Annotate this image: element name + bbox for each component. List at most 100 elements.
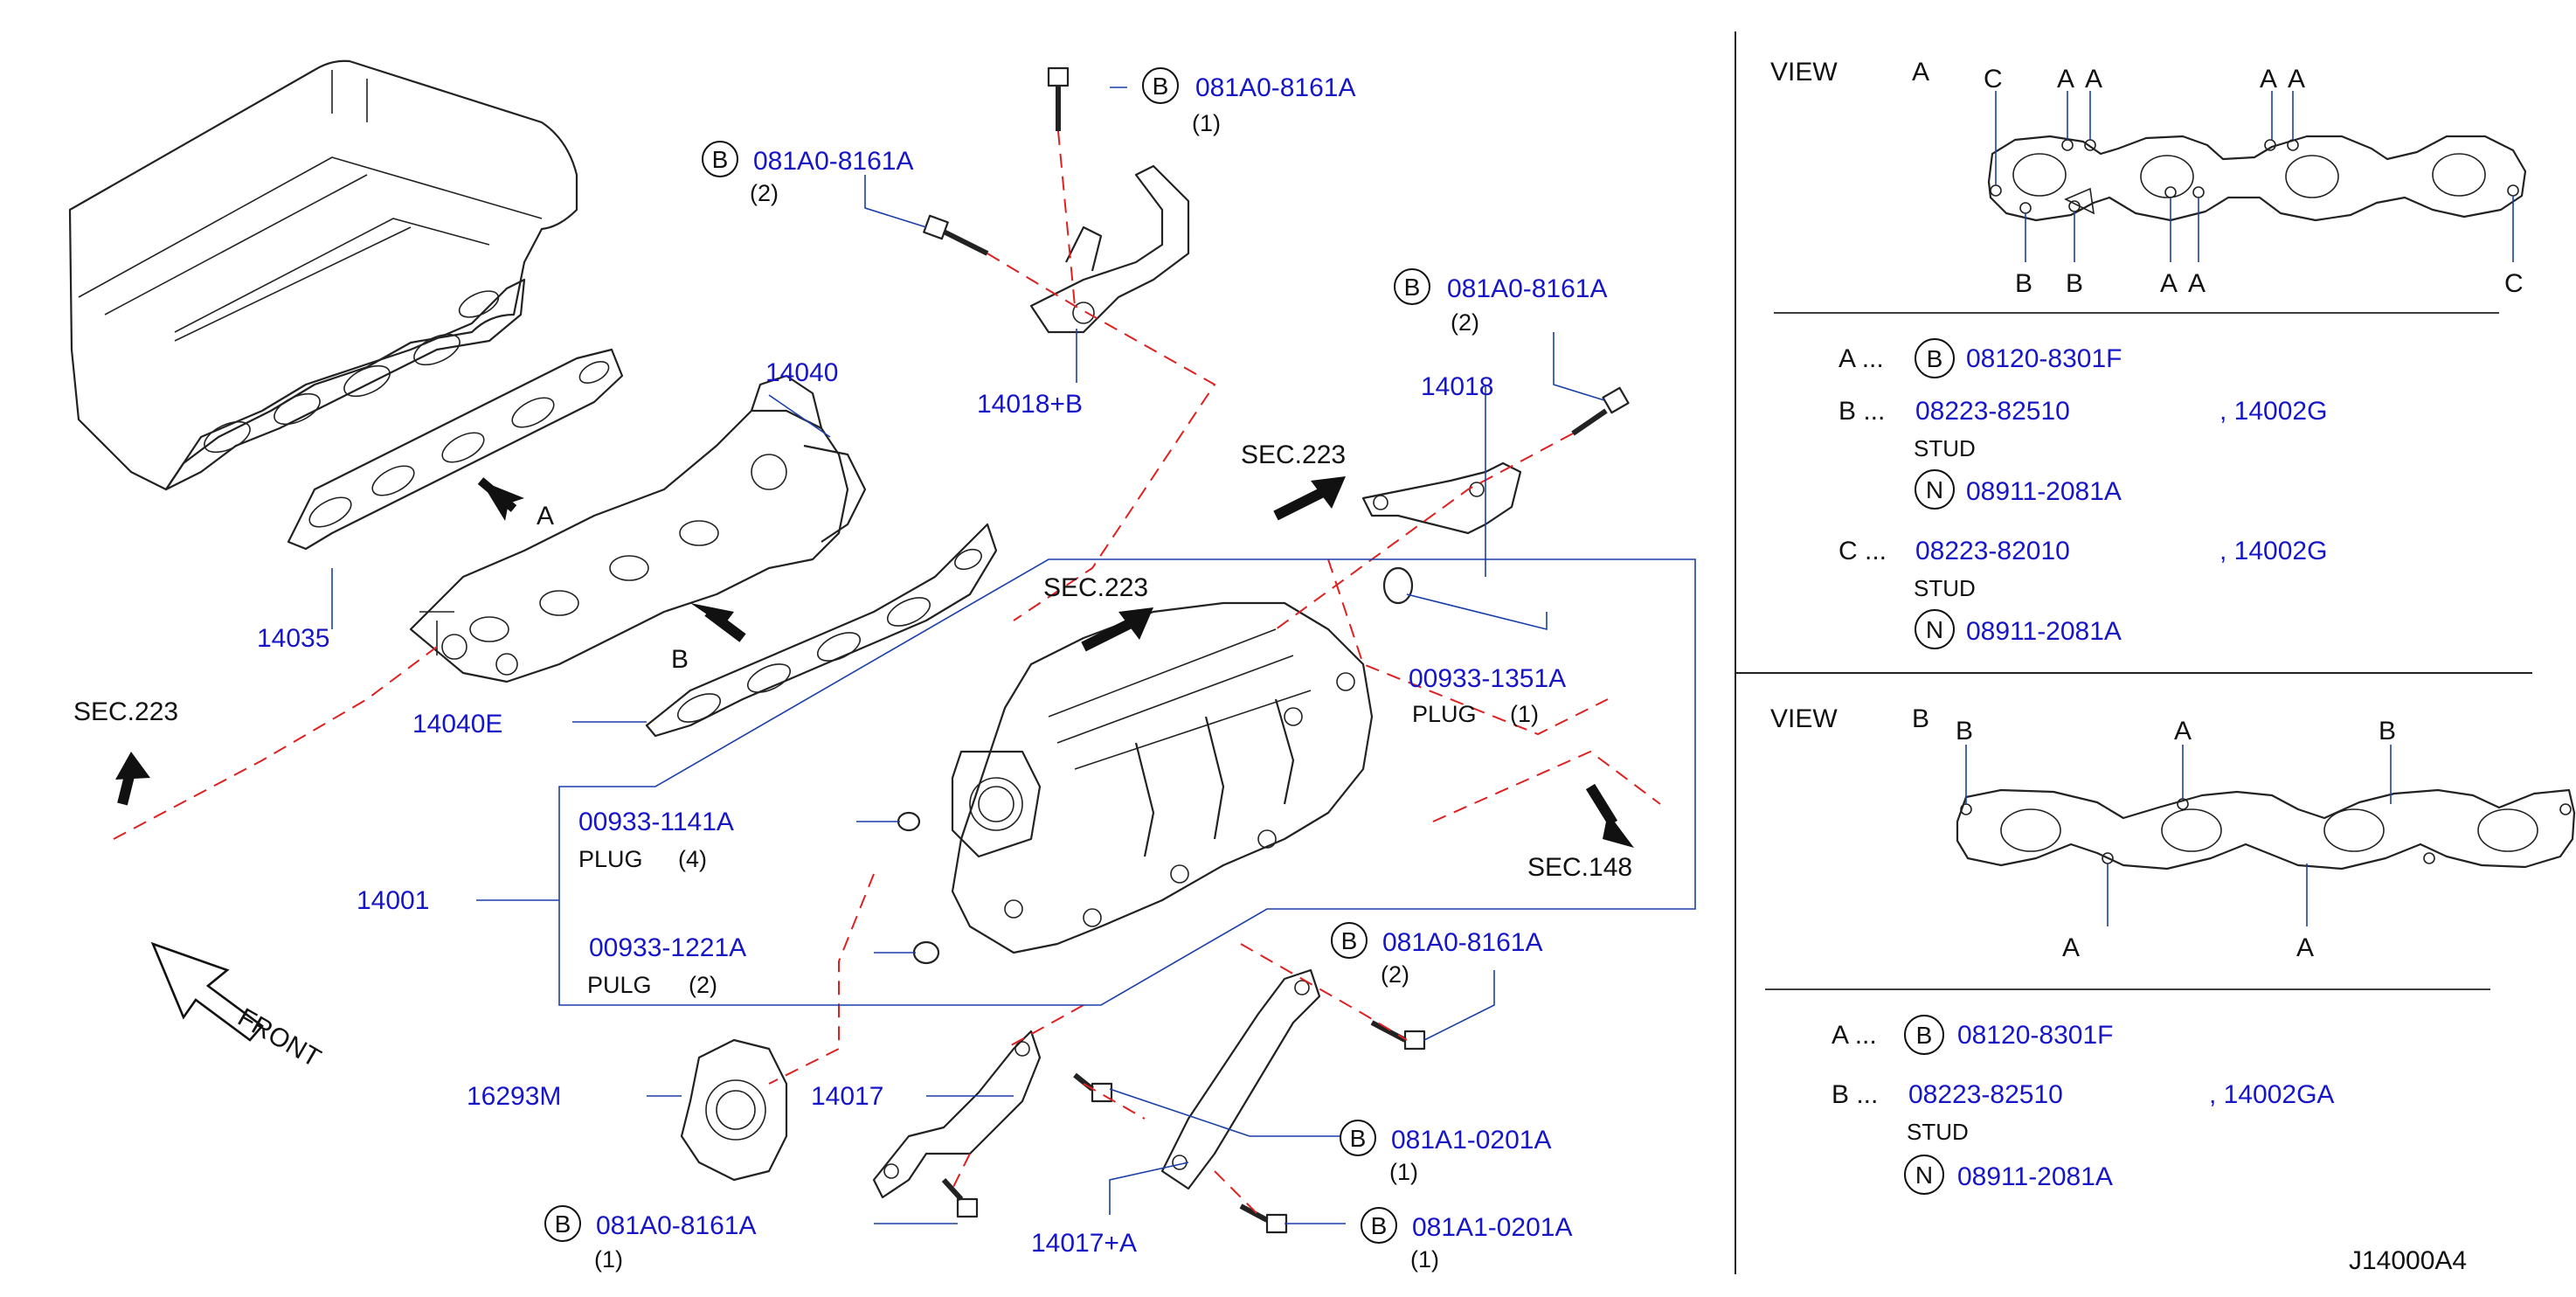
- marker-b: B: [2066, 269, 2083, 298]
- svg-text:B: B: [555, 1210, 571, 1238]
- exhaust-manifold-14040: [409, 374, 867, 683]
- part-number: 00933-1221A: [589, 933, 746, 962]
- nut-part: 08911-2081A: [1966, 617, 2122, 646]
- view-b-letter: B: [1912, 704, 1929, 733]
- intake-manifold-14001: [951, 601, 1374, 954]
- part-number: 08223-82510: [1915, 397, 2070, 426]
- bolt-left-callout: B 081A0-8161A (2): [702, 141, 914, 206]
- description: PLUG: [578, 846, 643, 872]
- part-number: 08120-8301F: [1966, 344, 2122, 373]
- badge-b: B: [1927, 345, 1943, 372]
- part-number: 081A0-8161A: [753, 147, 914, 176]
- direction-arrows: [115, 476, 1634, 1042]
- svg-text:C ...: C ...: [1839, 537, 1887, 565]
- bolt-bottom-left-callout: B 081A0-8161A (1): [544, 1205, 757, 1273]
- badge-n: N: [1926, 476, 1943, 503]
- view-a-legend-b: B ... 08223-82510 , 14002G STUD N 08911-…: [1839, 397, 2327, 510]
- bracket-14018: [1361, 461, 1522, 535]
- view-a-title: VIEW: [1770, 58, 1838, 87]
- view-b-panel: VIEW B B A B A A A ... B: [1770, 704, 2576, 1195]
- front-arrow-icon: [150, 941, 264, 1042]
- quantity: (1): [1410, 1246, 1439, 1273]
- arrow-icon: [1081, 607, 1153, 652]
- bolt-icon: [1047, 66, 1070, 131]
- view-b-legend-a: A ... B 08120-8301F: [1832, 1015, 2113, 1055]
- arrow-icon: [690, 603, 746, 642]
- section-ref-mid[interactable]: SEC.223: [1043, 573, 1148, 602]
- cylinder-head-outline: [68, 59, 578, 491]
- arrow-label-a: A: [537, 502, 554, 531]
- plug-1221-callout: 00933-1221A PULG (2): [587, 933, 746, 998]
- panel-dividers: [1735, 31, 2532, 1274]
- arrow-icon: [1273, 476, 1346, 521]
- marker-b: B: [1956, 717, 1973, 746]
- label-14018: 14018: [1421, 372, 1493, 401]
- part-number: 081A1-0201A: [1391, 1126, 1552, 1155]
- arrow-icon: [477, 477, 524, 521]
- section-ref-top[interactable]: SEC.223: [1241, 440, 1346, 469]
- bolt-icons: [897, 66, 1630, 1234]
- marker-a: A: [2085, 65, 2102, 94]
- plug-icon: [897, 811, 921, 832]
- gasket-14035: [287, 348, 624, 551]
- label-16293m: 16293M: [467, 1082, 561, 1111]
- part-number: 00933-1141A: [578, 808, 734, 836]
- bracket-14017a: [1160, 968, 1321, 1190]
- part-number: 00933-1351A: [1409, 664, 1566, 693]
- bolt-right-top-callout: B 081A0-8161A (2): [1394, 268, 1608, 336]
- svg-text:B: B: [1371, 1212, 1388, 1239]
- bolt-icon: [1571, 386, 1630, 436]
- plug-icon: [912, 940, 940, 965]
- section-ref-148[interactable]: SEC.148: [1527, 853, 1632, 882]
- bolt-icon: [1239, 1203, 1288, 1234]
- stud-label: STUD: [1907, 1119, 1969, 1145]
- diagram-id: J14000A4: [2349, 1246, 2467, 1275]
- marker-a: A: [2188, 269, 2206, 298]
- quantity: (1): [1192, 110, 1221, 136]
- bolt-icon: [923, 214, 989, 256]
- svg-text:A ...: A ...: [1839, 344, 1884, 373]
- svg-text:B: B: [1350, 1125, 1367, 1152]
- quantity: (2): [1451, 309, 1479, 336]
- label-14040: 14040: [765, 358, 838, 387]
- stud-label: STUD: [1914, 575, 1976, 601]
- marker-a: A: [2174, 717, 2192, 746]
- view-a-gasket: [1987, 135, 2527, 222]
- svg-text:B: B: [1153, 73, 1169, 100]
- arrow-icon: [115, 752, 150, 806]
- marker-a: A: [2057, 65, 2074, 94]
- marker-a: A: [2062, 933, 2080, 962]
- part-number: 08223-82010: [1915, 537, 2070, 565]
- gasket-14040e: [645, 523, 998, 738]
- part-number: 081A0-8161A: [1447, 274, 1608, 303]
- bolt-top-callout: B 081A0-8161A (1): [1142, 67, 1356, 136]
- bracket-14017: [872, 1030, 1042, 1199]
- alt-part: , 14002G: [2219, 537, 2327, 565]
- marker-a: A: [2260, 65, 2277, 94]
- part-number: 081A0-8161A: [1195, 73, 1356, 102]
- quantity: (2): [689, 972, 717, 998]
- view-b-title: VIEW: [1770, 704, 1838, 733]
- quantity: (1): [1389, 1159, 1418, 1185]
- view-a-panel: VIEW A: [1770, 58, 2527, 649]
- label-14001: 14001: [357, 886, 429, 915]
- quantity: (1): [1510, 701, 1539, 727]
- svg-text:B ...: B ...: [1832, 1080, 1878, 1109]
- marker-c: C: [1984, 65, 2003, 94]
- description: PULG: [587, 972, 652, 998]
- badge-b: B: [1916, 1022, 1933, 1049]
- label-14017a: 14017+A: [1031, 1229, 1137, 1258]
- quantity: (1): [594, 1246, 623, 1273]
- view-b-legend-b: B ... 08223-82510 , 14002GA STUD N 08911…: [1832, 1080, 2334, 1195]
- marker-a: A: [2296, 933, 2314, 962]
- bolt-bottom-right-callout: B 081A1-0201A (1): [1361, 1207, 1573, 1273]
- label-14018b: 14018+B: [977, 390, 1083, 419]
- arrow-icon: [1585, 783, 1634, 848]
- part-number: 081A1-0201A: [1412, 1213, 1573, 1242]
- description: PLUG: [1412, 701, 1477, 727]
- section-ref-left[interactable]: SEC.223: [73, 697, 178, 726]
- marker-a: A: [2288, 65, 2305, 94]
- bolt-right-mid-callout: B 081A0-8161A (2): [1331, 922, 1543, 988]
- marker-b: B: [2015, 269, 2032, 298]
